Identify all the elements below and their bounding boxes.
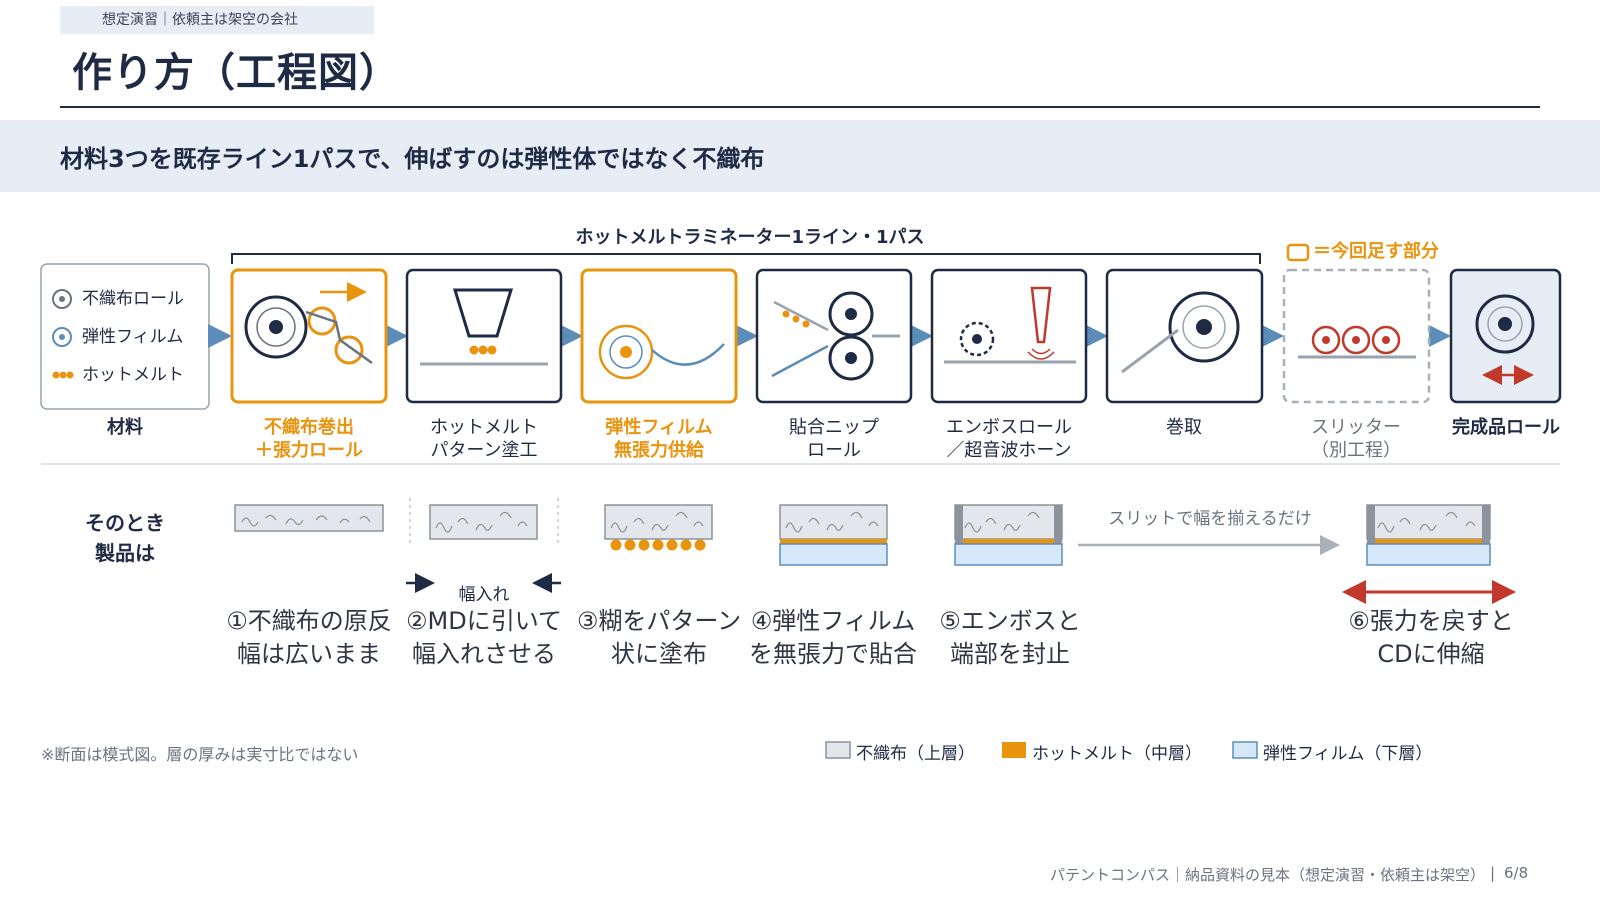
cross-section-6 xyxy=(1366,504,1491,566)
legend-swatch-nonwoven xyxy=(825,741,851,759)
step-emboss-box xyxy=(930,268,1088,404)
step-coating-box xyxy=(405,268,563,404)
cross-section-3 xyxy=(604,504,713,551)
step-label-unwind: 不織布巻出＋張力ロール xyxy=(255,417,363,461)
step-final-roll-box xyxy=(1449,268,1562,404)
tagline: 想定演習｜依頼主は架空の会社 xyxy=(60,6,374,34)
step-winder-box xyxy=(1105,268,1264,404)
highlight-legend-label: ＝今回足す部分 xyxy=(1313,241,1439,262)
legend-label-nonwoven: 不織布（上層） xyxy=(856,744,975,764)
laminator-bracket xyxy=(231,253,1261,264)
cross-section-5 xyxy=(954,504,1063,566)
step-nip-box xyxy=(755,268,913,404)
highlight-legend-swatch xyxy=(1286,243,1310,262)
legend-label-film: 弾性フィルム（下層） xyxy=(1263,744,1433,764)
cross-section-1 xyxy=(234,504,384,532)
nonwoven-roll-icon xyxy=(52,289,72,309)
title-divider xyxy=(60,106,1540,108)
legend-label-hotmelt: ホットメルト（中層） xyxy=(1032,744,1202,764)
width-label: 幅入れ xyxy=(458,585,510,605)
bracket-label: ホットメルトラミネーター1ライン・1パス xyxy=(575,227,925,248)
step-label-winder: 巻取 xyxy=(1166,417,1202,438)
caption-2: ②MDに引いて幅入れさせる xyxy=(406,607,562,668)
slit-label: スリットで幅を揃えるだけ xyxy=(1108,509,1312,529)
caption-5: ⑤エンボスと端部を封止 xyxy=(939,607,1081,668)
step-label-nip: 貼合ニップロール xyxy=(789,417,879,461)
page-subtitle: 材料3つを既存ライン1パスで、伸ばすのは弾性体ではなく不織布 xyxy=(60,145,765,173)
page-number: 6/8 xyxy=(1504,864,1529,882)
step-film-feed-box xyxy=(580,268,738,404)
step-label-final: 完成品ロール xyxy=(1452,417,1560,438)
material-item-film: 弾性フィルム xyxy=(82,327,184,347)
step-label-slitter: スリッター（別工程） xyxy=(1311,417,1401,461)
step-slitter-box xyxy=(1282,268,1431,404)
step-label-film-feed: 弾性フィルム無張力供給 xyxy=(605,417,713,461)
step-unwind-box xyxy=(230,268,388,404)
step-label-coating: ホットメルトパターン塗工 xyxy=(430,417,538,461)
cross-section-4 xyxy=(779,504,888,566)
footer-separator: | xyxy=(1490,864,1496,882)
material-item-hotmelt: ホットメルト xyxy=(82,365,184,385)
legend-swatch-hotmelt xyxy=(1002,742,1026,758)
page-title: 作り方（工程図） xyxy=(72,50,400,96)
caption-4: ④弾性フィルムを無張力で貼合 xyxy=(749,607,917,668)
footer-text: パテントコンパス｜納品資料の見本（想定演習・依頼主は架空） xyxy=(1050,866,1486,884)
subtitle-band xyxy=(0,120,1600,192)
caption-1: ①不織布の原反幅は広いまま xyxy=(226,607,392,668)
product-row-label: そのとき製品は xyxy=(85,511,165,565)
material-item-nonwoven: 不織布ロール xyxy=(82,289,184,309)
hotmelt-dots-icon xyxy=(52,371,74,379)
elastic-film-icon xyxy=(52,327,72,347)
footnote: ※断面は模式図。層の厚みは実寸比ではない xyxy=(41,745,359,764)
step-label-emboss: エンボスロール／超音波ホーン xyxy=(946,417,1072,461)
materials-caption: 材料 xyxy=(107,417,143,438)
legend-swatch-film xyxy=(1232,741,1258,759)
caption-3: ③糊をパターン状に塗布 xyxy=(576,607,742,668)
cross-section-2 xyxy=(429,504,538,540)
